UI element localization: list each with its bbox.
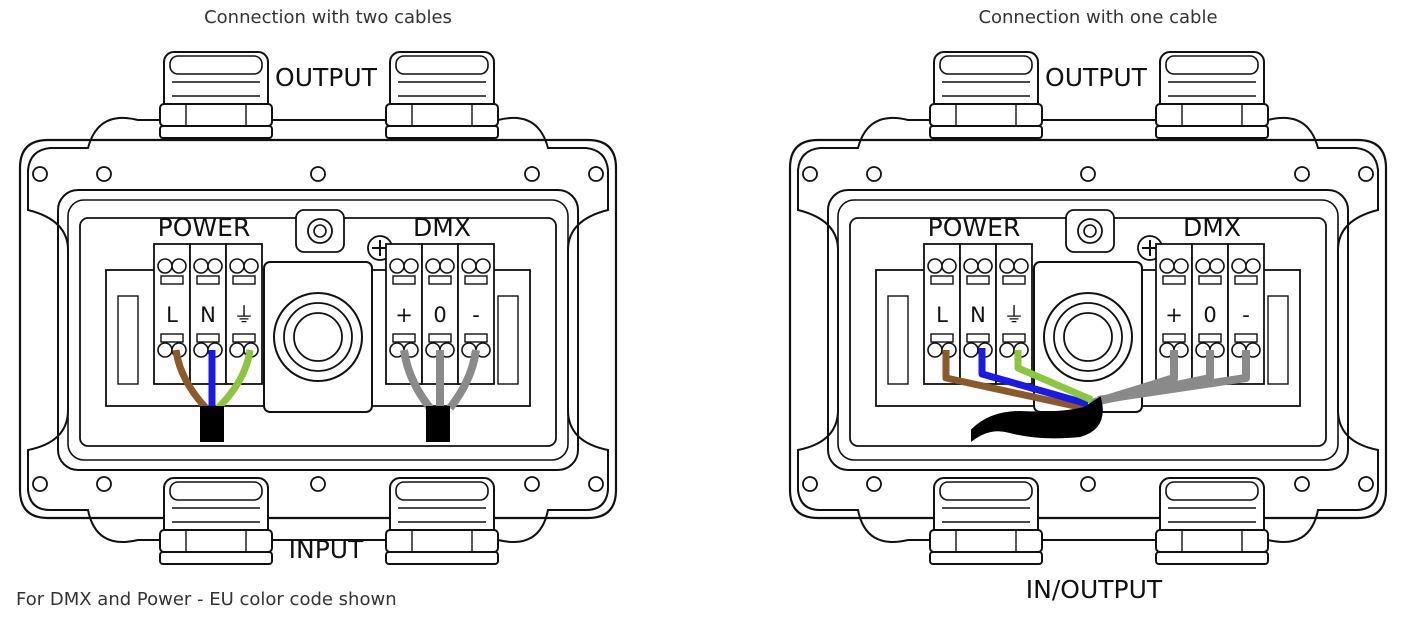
dmx-label-left: DMX xyxy=(413,213,471,242)
output-label-right: OUTPUT xyxy=(1045,63,1148,92)
terminal-label-l-left: L xyxy=(166,303,178,327)
terminal-label-earth-left: ⏚ xyxy=(234,303,255,327)
terminal-label-minus-left: - xyxy=(472,303,480,327)
combined-cable-right xyxy=(971,396,1103,443)
gland-top-left-power xyxy=(159,51,273,139)
in-output-label-right: IN/OUTPUT xyxy=(1026,575,1163,604)
dmx-wires-right xyxy=(1088,350,1250,408)
dmx-wires-left xyxy=(400,349,480,442)
terminal-label-minus-right: - xyxy=(1242,303,1250,327)
gland-bottom-right-dmx xyxy=(1155,477,1269,565)
terminal-label-zero-left: 0 xyxy=(433,303,446,327)
gland-bottom-left-power xyxy=(159,477,273,565)
gland-top-right-dmx xyxy=(1155,51,1269,139)
gland-bottom-left-dmx xyxy=(385,477,499,565)
color-code-note: For DMX and Power - EU color code shown xyxy=(16,589,397,610)
terminal-label-earth-right: ⏚ xyxy=(1004,303,1025,327)
output-label-left: OUTPUT xyxy=(275,63,378,92)
terminal-label-n-right: N xyxy=(970,303,986,327)
power-label-left: POWER xyxy=(158,213,251,242)
power-label-right: POWER xyxy=(928,213,1021,242)
input-label-left: INPUT xyxy=(289,535,364,564)
gland-top-left-dmx xyxy=(385,51,499,139)
terminal-label-plus-right: + xyxy=(1165,303,1183,327)
terminal-label-l-right: L xyxy=(936,303,948,327)
enclosure-right xyxy=(788,116,1388,544)
caption-two-cables: Connection with two cables xyxy=(204,7,452,28)
power-wires-right xyxy=(942,348,1094,412)
terminal-label-zero-right: 0 xyxy=(1203,303,1216,327)
power-wires-left xyxy=(172,349,254,442)
gland-bottom-right-power xyxy=(929,477,1043,565)
gland-top-right-power xyxy=(929,51,1043,139)
terminal-label-plus-left: + xyxy=(395,303,413,327)
enclosure-left xyxy=(18,116,618,544)
caption-one-cable: Connection with one cable xyxy=(978,7,1217,28)
terminal-label-n-left: N xyxy=(200,303,216,327)
dmx-label-right: DMX xyxy=(1183,213,1241,242)
